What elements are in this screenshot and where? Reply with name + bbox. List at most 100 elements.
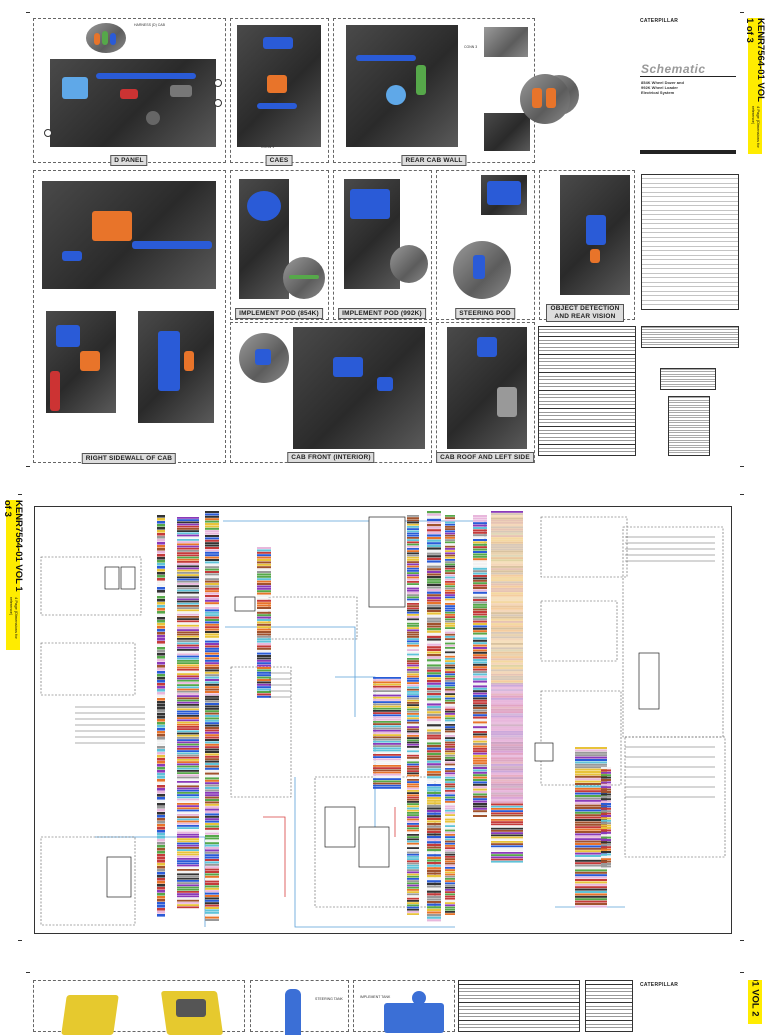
harness-band	[205, 602, 219, 605]
harness-band	[473, 635, 487, 637]
harness-band	[177, 528, 199, 530]
harness-band	[445, 774, 455, 777]
harness-band	[407, 528, 419, 530]
harness-band	[257, 647, 271, 650]
harness-band	[205, 544, 219, 547]
harness-band	[445, 620, 455, 623]
harness-band	[575, 780, 607, 783]
harness-band	[205, 787, 219, 789]
harness-band	[445, 900, 455, 902]
badge-main: KENR7564-01 VOL 1 of 3	[744, 18, 766, 102]
harness-band	[407, 530, 419, 533]
harness-band	[445, 882, 455, 885]
panel-implement-pod-992k: IMPLEMENT POD (992K)	[333, 170, 432, 320]
harness-band	[157, 707, 165, 710]
harness-band	[205, 669, 219, 672]
harness-band	[205, 563, 219, 566]
harness-band	[177, 820, 199, 823]
harness-band	[427, 875, 441, 878]
harness-band	[177, 596, 199, 598]
harness-band	[205, 873, 219, 876]
harness-band	[445, 684, 455, 687]
harness-band	[157, 857, 165, 860]
harness-band	[445, 559, 455, 561]
harness-band	[473, 803, 487, 805]
harness-band	[473, 719, 487, 721]
harness-band	[445, 677, 455, 680]
harness-band	[177, 822, 199, 825]
harness-band	[177, 616, 199, 618]
harness-band	[205, 717, 219, 720]
harness-band	[257, 628, 271, 631]
harness-band	[575, 869, 607, 872]
harness-band	[445, 889, 455, 891]
harness-band	[157, 890, 165, 893]
harness-band	[257, 652, 271, 655]
harness-band	[373, 736, 401, 739]
harness-band	[445, 858, 455, 860]
harness-band	[157, 602, 165, 605]
harness-band	[373, 677, 401, 679]
harness-band	[205, 626, 219, 629]
harness-band	[205, 712, 219, 715]
harness-band	[407, 638, 419, 640]
harness-band	[177, 893, 199, 895]
harness-band	[445, 550, 455, 552]
harness-band	[575, 797, 607, 800]
harness-band	[205, 863, 219, 866]
harness-band	[427, 784, 441, 787]
harness-band	[205, 897, 219, 900]
harness-band	[177, 829, 199, 832]
harness-band	[177, 607, 199, 609]
harness-band	[445, 851, 455, 854]
harness-band	[445, 897, 455, 900]
cab-front-photo	[293, 327, 425, 449]
harness-band	[445, 682, 455, 684]
harness-band	[157, 524, 165, 527]
harness-band	[427, 750, 441, 753]
harness-band	[491, 834, 523, 837]
harness-band	[205, 707, 219, 710]
harness-band	[205, 700, 219, 703]
harness-band	[445, 785, 455, 788]
harness-band	[177, 888, 199, 891]
harness-band	[157, 863, 165, 866]
harness-band	[427, 581, 441, 584]
harness-band	[407, 911, 419, 913]
harness-band	[157, 818, 165, 821]
harness-band	[177, 763, 199, 766]
highlight-field	[491, 513, 523, 683]
harness-band	[157, 833, 165, 836]
harness-band	[177, 847, 199, 849]
harness-band	[177, 880, 199, 882]
harness-band	[445, 556, 455, 559]
harness-band	[177, 866, 199, 869]
harness-band	[601, 865, 611, 868]
harness-band	[445, 708, 455, 711]
harness-band	[445, 567, 455, 570]
subtitle-line: Electrical System	[641, 90, 675, 95]
harness-band	[177, 838, 199, 840]
harness-band	[373, 690, 401, 692]
harness-band	[445, 884, 455, 887]
crop-mark	[740, 12, 744, 13]
harness-band	[427, 708, 441, 711]
harness-band	[157, 800, 165, 803]
harness-band	[205, 554, 219, 557]
harness-band	[407, 902, 419, 904]
callout-marker	[214, 99, 222, 107]
harness-band	[205, 643, 219, 645]
harness-band	[473, 615, 487, 618]
harness-band	[407, 649, 419, 651]
harness-band	[491, 825, 523, 828]
harness-band	[373, 679, 401, 681]
harness-band	[473, 767, 487, 769]
harness-band	[407, 647, 419, 649]
harness-band	[473, 757, 487, 760]
harness-band	[373, 694, 401, 697]
harness-band	[205, 904, 219, 907]
harness-band	[257, 662, 271, 665]
harness-band	[205, 734, 219, 737]
harness-band	[427, 557, 441, 560]
harness-band	[177, 580, 199, 583]
